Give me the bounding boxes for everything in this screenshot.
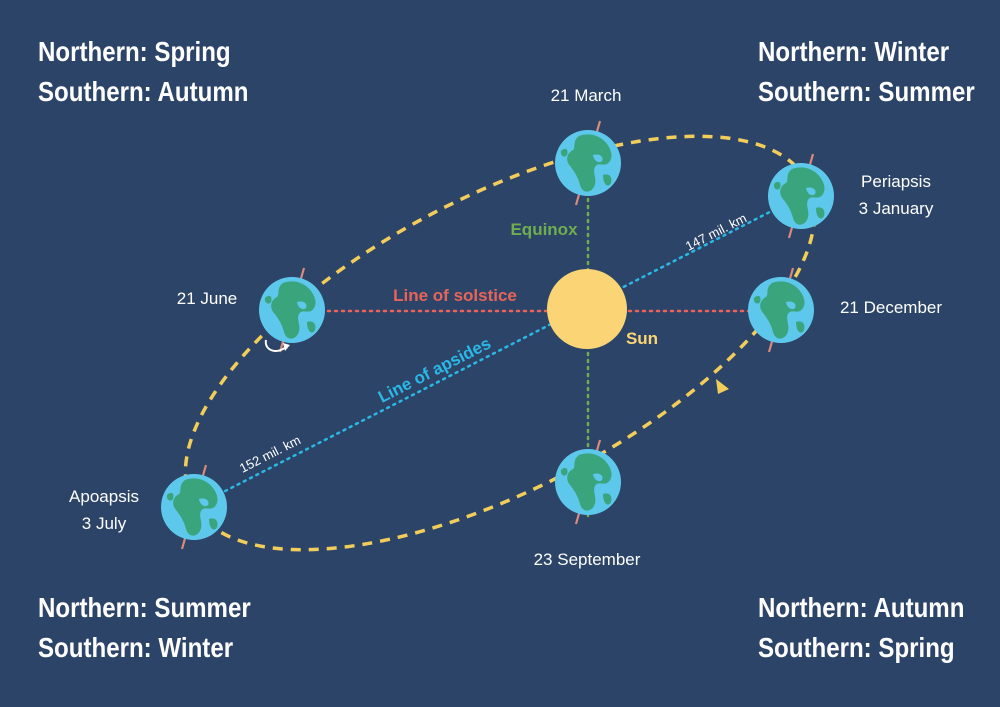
season-northern-bottom-left: Northern: Summer (38, 592, 251, 623)
periapsis-title: Periapsis (861, 172, 931, 191)
sun-label: Sun (626, 329, 658, 348)
periapsis-date: 3 January (859, 199, 934, 218)
earth-globe-icon-periapsis (766, 152, 836, 240)
earth-globe-icon-june (257, 266, 327, 354)
season-label-top-left: Northern: Spring Southern: Autumn (38, 32, 248, 112)
season-label-bottom-right: Northern: Autumn Southern: Spring (758, 588, 964, 668)
apsides-label: Line of apsides (375, 334, 494, 407)
apoapsis-date: 3 July (82, 514, 127, 533)
date-label-june: 21 June (177, 289, 238, 308)
apoapsis-title: Apoapsis (69, 487, 139, 506)
apsides-line (192, 194, 803, 509)
rotation-arrow-icon (264, 339, 290, 352)
periapsis-distance: 147 mil. km (683, 210, 749, 254)
sun (547, 269, 627, 349)
earth-globe-icon-apoapsis (159, 463, 229, 551)
date-label-december: 21 December (840, 298, 942, 317)
season-label-bottom-left: Northern: Summer Southern: Winter (38, 588, 251, 668)
solstice-label: Line of solstice (393, 286, 517, 305)
date-label-march: 21 March (551, 86, 622, 105)
orbit-path (183, 134, 817, 552)
season-southern-top-right: Southern: Summer (758, 76, 975, 107)
orbit-direction-arrow-icon (716, 379, 729, 394)
equinox-label: Equinox (510, 220, 578, 239)
date-label-september: 23 September (534, 550, 641, 569)
season-northern-bottom-right: Northern: Autumn (758, 592, 965, 623)
season-northern-top-left: Northern: Spring (38, 36, 231, 67)
earth-globe-icon-december (746, 266, 816, 354)
season-label-top-right: Northern: Winter Southern: Summer (758, 32, 975, 112)
season-northern-top-right: Northern: Winter (758, 36, 950, 67)
earth-globe-icon-march (553, 119, 623, 207)
earth-globe-icon-september (553, 438, 623, 526)
season-southern-bottom-left: Southern: Winter (38, 632, 234, 663)
season-southern-top-left: Southern: Autumn (38, 76, 249, 107)
season-southern-bottom-right: Southern: Spring (758, 632, 955, 663)
